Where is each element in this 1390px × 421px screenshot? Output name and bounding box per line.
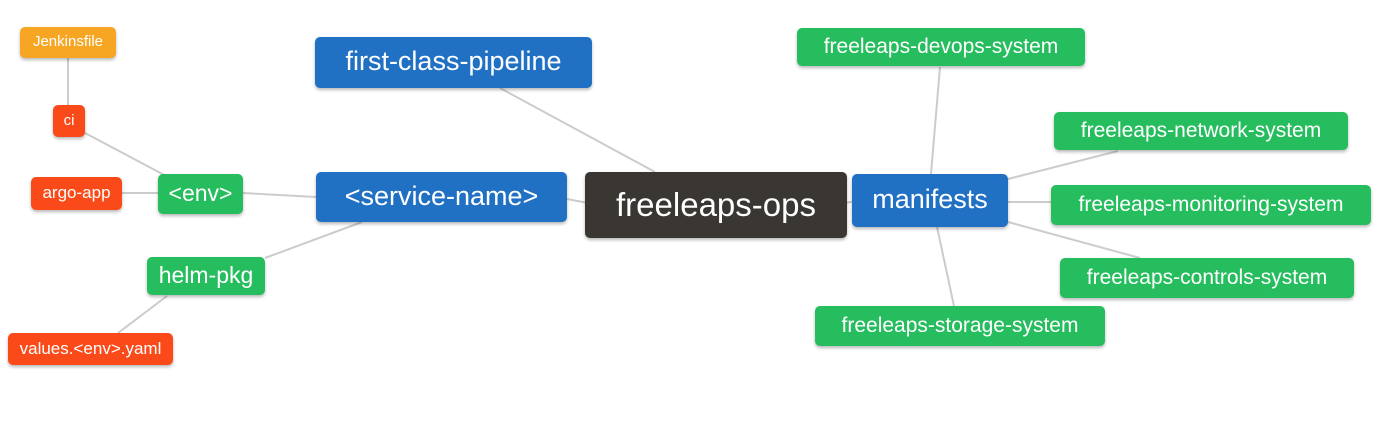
node-helm-pkg[interactable]: helm-pkg xyxy=(147,257,265,295)
node-first-class-pipeline[interactable]: first-class-pipeline xyxy=(315,37,592,88)
node-values-env-yaml[interactable]: values.<env>.yaml xyxy=(8,333,173,365)
edge-helm-pkg-service-name xyxy=(264,221,363,259)
node-controls-system[interactable]: freeleaps-controls-system xyxy=(1060,258,1354,298)
node-network-system[interactable]: freeleaps-network-system xyxy=(1054,112,1348,150)
edge-env-service-name xyxy=(242,192,317,198)
edge-manifests-storage-system xyxy=(936,226,955,307)
node-ci[interactable]: ci xyxy=(53,105,85,137)
node-service-name[interactable]: <service-name> xyxy=(316,172,567,222)
edge-manifests-devops-system xyxy=(930,66,941,175)
node-env[interactable]: <env> xyxy=(158,174,243,214)
node-storage-system[interactable]: freeleaps-storage-system xyxy=(815,306,1105,346)
node-argo-app[interactable]: argo-app xyxy=(31,177,122,210)
edge-manifests-network-system xyxy=(1007,150,1119,180)
node-manifests[interactable]: manifests xyxy=(852,174,1008,227)
node-jenkinsfile[interactable]: Jenkinsfile xyxy=(20,27,116,58)
edge-values-env-yaml-helm-pkg xyxy=(117,295,168,334)
node-monitoring-system[interactable]: freeleaps-monitoring-system xyxy=(1051,185,1371,225)
node-devops-system[interactable]: freeleaps-devops-system xyxy=(797,28,1085,66)
edge-first-class-pipeline-freeleaps-ops xyxy=(499,87,656,173)
node-freeleaps-ops[interactable]: freeleaps-ops xyxy=(585,172,847,238)
edge-manifests-controls-system xyxy=(1007,221,1141,259)
edge-ci-env xyxy=(84,132,169,178)
